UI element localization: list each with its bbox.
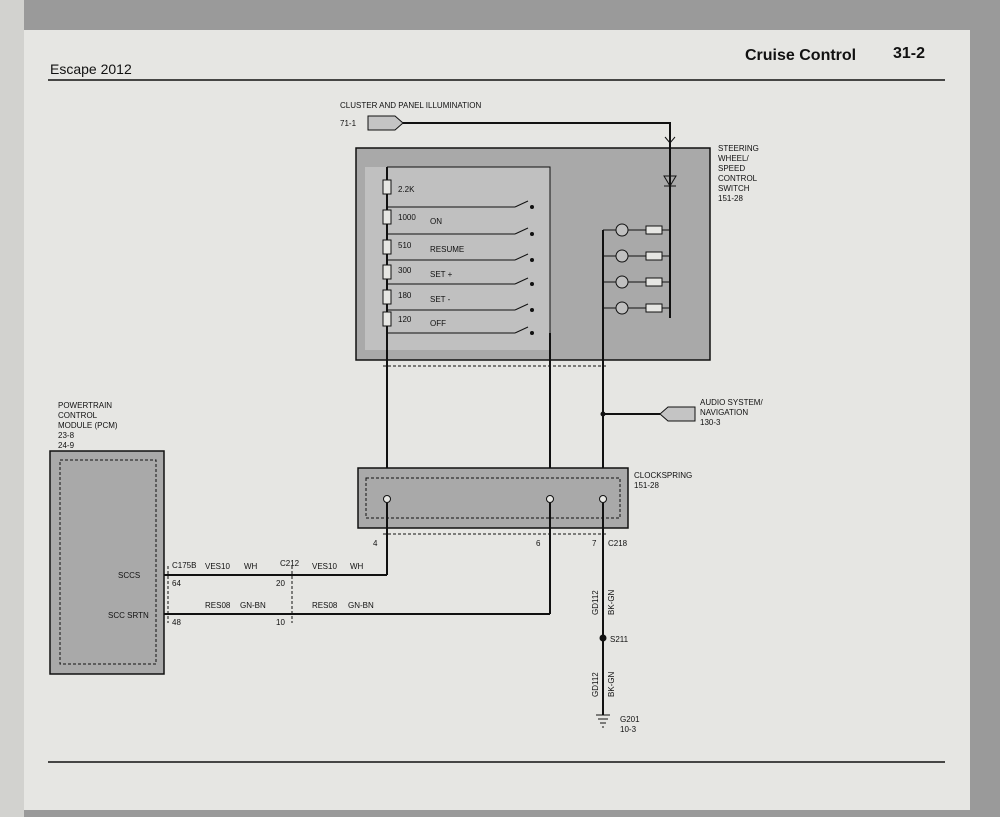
clockspring-label: CLOCKSPRING xyxy=(634,471,692,480)
resistor-function: RESUME xyxy=(430,245,464,254)
pcm-label: POWERTRAIN CONTROL MODULE (PCM) 23-8 24-… xyxy=(58,401,118,450)
c212-label: C212 xyxy=(280,559,300,568)
left-page-edge xyxy=(0,0,24,817)
c175b-pin: 48 xyxy=(172,618,181,627)
ves10-circuit: VES10 xyxy=(205,562,230,571)
section-title: Cruise Control xyxy=(745,47,856,64)
illumination-connector xyxy=(367,115,404,131)
clockspring-pin: 7 xyxy=(592,539,597,548)
switch-label-line: WHEEL/ xyxy=(718,154,749,163)
res08-color: GN-BN xyxy=(348,601,374,610)
splice-label: S211 xyxy=(610,635,629,644)
audio-label: NAVIGATION xyxy=(700,408,748,417)
pcm-label-line: CONTROL xyxy=(58,411,98,420)
switch-label-line: STEERING xyxy=(718,144,759,153)
paper-page xyxy=(22,30,970,810)
clockspring-node xyxy=(546,495,554,503)
diode-icon xyxy=(663,175,677,187)
switch-inner-panel xyxy=(365,167,550,350)
led-row xyxy=(603,301,670,315)
c212-pin: 20 xyxy=(276,579,285,588)
resistor-row: 300 SET + xyxy=(382,253,534,280)
resistor-row: 120 OFF xyxy=(382,303,534,335)
res08-color: GN-BN xyxy=(240,601,266,610)
resistor-row: 1000 ON xyxy=(382,200,534,226)
switch-label: STEERING WHEEL/ SPEED CONTROL SWITCH 151… xyxy=(718,144,759,203)
pcm-label-line: POWERTRAIN xyxy=(58,401,112,410)
gd112-color: BK-GN xyxy=(607,671,616,697)
resistor-row: 510 RESUME xyxy=(382,227,534,255)
resistor-value: 300 xyxy=(398,266,412,275)
c218-label: C218 xyxy=(608,539,628,548)
resistor-function: ON xyxy=(430,217,442,226)
page-number: 31-2 xyxy=(893,45,925,62)
illumination-wire xyxy=(403,122,671,143)
resistor-ladder: 2.2K 1000 ON 510 RESUME 300 SET + xyxy=(382,179,534,335)
led-icon xyxy=(615,275,629,289)
led-bank xyxy=(603,223,670,315)
led-row xyxy=(603,275,670,289)
resistor-row: 180 SET - xyxy=(382,277,534,305)
switch-label-line: 151-28 xyxy=(718,194,743,203)
pcm-label-line: 23-8 xyxy=(58,431,75,440)
led-icon xyxy=(615,223,629,237)
clockspring-pin: 6 xyxy=(536,539,541,548)
audio-label: AUDIO SYSTEM/ xyxy=(700,398,763,407)
ves10-circuit: VES10 xyxy=(312,562,337,571)
c175b-pin: 64 xyxy=(172,579,181,588)
res08-circuit: RES08 xyxy=(205,601,231,610)
ground-icon xyxy=(596,714,610,728)
resistor-function: OFF xyxy=(430,319,446,328)
pcm-pin-scc-srtn: SCC SRTN xyxy=(108,611,149,620)
res08-circuit: RES08 xyxy=(312,601,338,610)
clockspring-box xyxy=(357,467,629,529)
led-icon xyxy=(615,249,629,263)
pcm-pin-sccs: SCCS xyxy=(118,571,140,580)
ves10-color: WH xyxy=(244,562,258,571)
ves10-color: WH xyxy=(350,562,364,571)
clockspring-inner xyxy=(365,477,621,519)
resistor-value: 510 xyxy=(398,241,412,250)
ground-label: G201 xyxy=(620,715,640,724)
c212-pin: 10 xyxy=(276,618,285,627)
illumination-label: CLUSTER AND PANEL ILLUMINATION xyxy=(340,101,481,110)
pcm-box xyxy=(49,450,165,675)
gd112-circuit: GD112 xyxy=(591,590,600,615)
model-title: Escape 2012 xyxy=(50,61,132,77)
clockspring-ref: 151-28 xyxy=(634,481,659,490)
switch-label-line: SWITCH xyxy=(718,184,750,193)
audio-connector xyxy=(659,406,696,422)
switch-label-line: SPEED xyxy=(718,164,745,173)
illumination-ref: 71-1 xyxy=(340,119,357,128)
led-row xyxy=(603,249,670,263)
c175b-label: C175B xyxy=(172,561,196,570)
resistor-value: 1000 xyxy=(398,213,416,222)
clockspring-node xyxy=(383,495,391,503)
led-icon xyxy=(615,301,629,315)
led-row xyxy=(603,223,670,237)
switch-label-line: CONTROL xyxy=(718,174,758,183)
resistor-value: 180 xyxy=(398,291,412,300)
ground-ref: 10-3 xyxy=(620,725,637,734)
audio-ref: 130-3 xyxy=(700,418,721,427)
ladder-right-rail xyxy=(387,166,551,333)
pcm-label-line: MODULE (PCM) xyxy=(58,421,118,430)
clockspring-pin: 4 xyxy=(373,539,378,548)
pcm-label-line: 24-9 xyxy=(58,441,75,450)
resistor-value: 2.2K xyxy=(398,185,415,194)
resistor-row: 2.2K xyxy=(382,179,415,195)
resistor-value: 120 xyxy=(398,315,412,324)
gd112-circuit: GD112 xyxy=(591,672,600,697)
splice-s211 xyxy=(599,634,607,642)
resistor-function: SET - xyxy=(430,295,451,304)
resistor-function: SET + xyxy=(430,270,453,279)
gd112-color: BK-GN xyxy=(607,589,616,615)
pcm-inner xyxy=(59,459,157,665)
clockspring-node xyxy=(599,495,607,503)
